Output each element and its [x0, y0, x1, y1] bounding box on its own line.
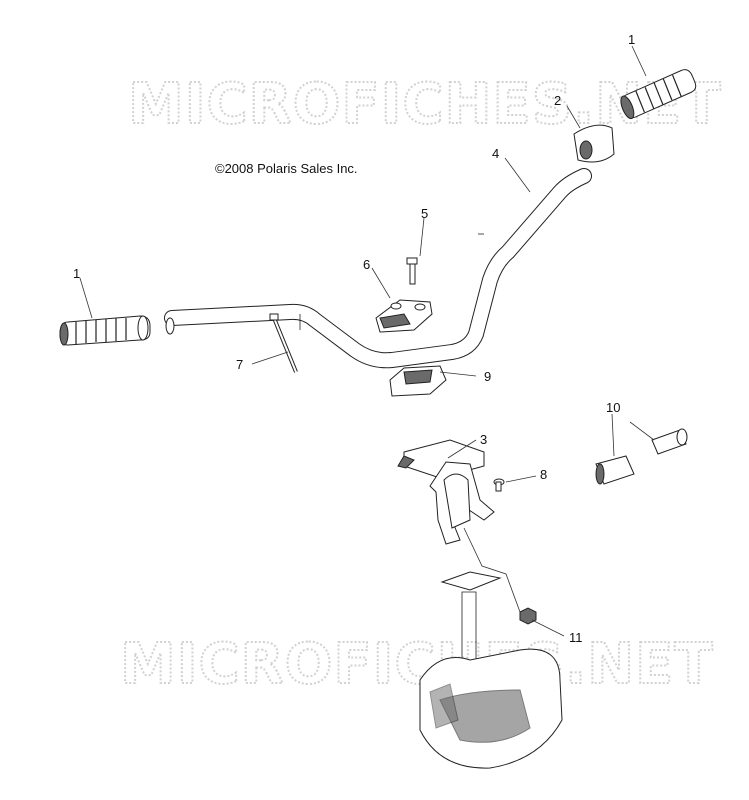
- mounting-rod: [269, 313, 298, 373]
- callout-cover: 2: [554, 93, 561, 108]
- nut: [519, 607, 537, 625]
- callout-clamp-upper: 6: [363, 257, 370, 272]
- clamp-upper: [375, 299, 433, 333]
- callout-grip-right: 1: [628, 32, 635, 47]
- screw: [493, 478, 505, 492]
- handlebar-cover: [573, 124, 615, 163]
- callout-rod: 7: [236, 357, 243, 372]
- watermark-bottom: MICROFICHES.NET: [120, 632, 714, 697]
- front-housing: [419, 571, 563, 769]
- clamp-lower: [389, 365, 447, 397]
- callout-clamp-lower: 9: [484, 369, 491, 384]
- callout-throttle-tube: 10: [606, 400, 620, 415]
- leader-lines: [79, 45, 655, 637]
- callout-grip-left: 1: [73, 266, 80, 281]
- copyright-notice: ©2008 Polaris Sales Inc.: [215, 161, 358, 176]
- grip-right: [620, 69, 697, 120]
- handlebar: [164, 168, 592, 369]
- grip-left: [59, 315, 151, 346]
- steering-bracket: [397, 439, 495, 545]
- callout-nut: 11: [569, 630, 583, 645]
- throttle-tube: [595, 428, 688, 485]
- clamp-bolt: [406, 257, 418, 285]
- callout-screw: 8: [540, 467, 547, 482]
- callout-bracket: 3: [480, 432, 487, 447]
- callout-handlebar: 4: [492, 146, 499, 161]
- callout-bolt: 5: [421, 206, 428, 221]
